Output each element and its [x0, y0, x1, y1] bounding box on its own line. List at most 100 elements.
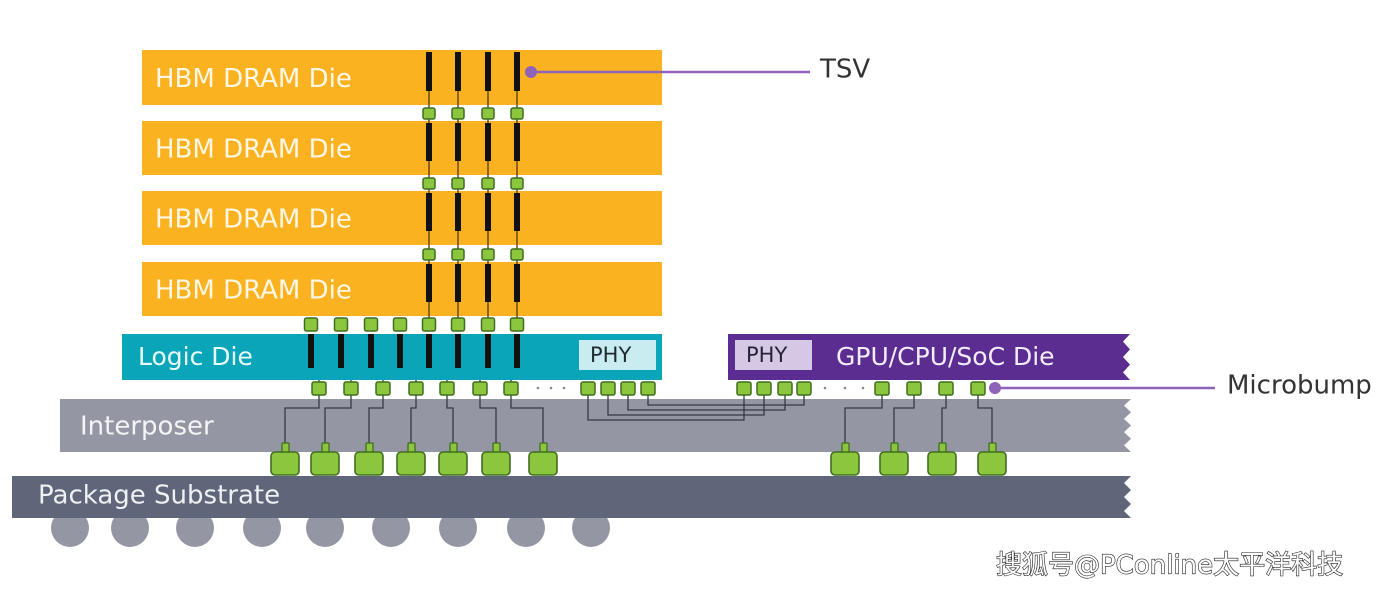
tsv — [485, 52, 491, 91]
c4-bump — [270, 451, 300, 476]
hbm-dram-die — [142, 50, 662, 105]
c4-bump — [879, 451, 909, 476]
soc-die-label: GPU/CPU/SoC Die — [836, 342, 1055, 371]
interposer-route — [479, 395, 497, 446]
logic-tsv — [455, 334, 461, 368]
microbump — [392, 317, 408, 332]
interposer-route — [510, 395, 544, 446]
tsv-callout-label: TSV — [819, 55, 870, 85]
microbump — [421, 317, 437, 332]
ellipsis-dot — [536, 386, 540, 390]
interposer — [60, 399, 1131, 452]
logic-tsv — [338, 334, 344, 368]
tsv — [455, 52, 461, 91]
bumps — [270, 107, 1007, 476]
solder-ball — [306, 509, 344, 547]
interposer-route — [368, 395, 384, 446]
watermark-text: 搜狐号@PConline太平洋科技 — [996, 551, 1343, 581]
c4-bump — [528, 451, 558, 476]
solder-ball — [51, 509, 89, 547]
microbump — [481, 177, 495, 190]
substrate-label: Package Substrate — [38, 481, 280, 511]
microbump — [620, 381, 636, 396]
c4-bump — [977, 451, 1007, 476]
microbump — [756, 381, 772, 396]
microbump — [375, 381, 391, 396]
microbump — [422, 248, 436, 261]
microbump — [777, 381, 793, 396]
ellipsis-dot — [549, 386, 553, 390]
microbump — [938, 381, 954, 396]
logic-tsv — [514, 334, 520, 368]
dies — [122, 50, 1130, 380]
interposer-body — [60, 399, 1131, 452]
solder-ball — [372, 509, 410, 547]
phy-link — [627, 395, 786, 411]
microbump — [333, 317, 349, 332]
ellipsis-dot — [823, 386, 827, 390]
tsv — [514, 193, 520, 231]
logic-tsv — [426, 334, 432, 368]
c4-bump — [927, 451, 957, 476]
microbump — [363, 317, 379, 332]
hbm-dram-die — [142, 121, 662, 175]
interposer-route — [324, 395, 352, 446]
tsv — [426, 123, 432, 161]
tsv — [426, 52, 432, 91]
interposer-route — [941, 395, 947, 446]
solder-ball — [111, 509, 149, 547]
c4-bump — [830, 451, 860, 476]
microbump — [303, 317, 319, 332]
microbump — [422, 107, 436, 120]
microbump — [580, 381, 596, 396]
interposer-route — [844, 395, 883, 446]
microbump — [451, 177, 465, 190]
dram-die-label: HBM DRAM Die — [155, 205, 352, 235]
tsv — [514, 123, 520, 161]
ellipsis-dot — [843, 386, 847, 390]
microbump — [510, 248, 524, 261]
microbump — [481, 107, 495, 120]
microbump — [311, 381, 327, 396]
callouts — [525, 66, 1215, 394]
solder-ball — [439, 509, 477, 547]
solder-ball — [507, 509, 545, 547]
tsvs — [308, 52, 520, 368]
logic-tsv — [308, 334, 314, 368]
hbm-dram-die — [142, 262, 662, 316]
microbump — [874, 381, 890, 396]
logic-die — [122, 334, 662, 380]
microbump — [481, 248, 495, 261]
tsv — [485, 123, 491, 161]
substrate-body — [12, 476, 1131, 518]
microbump — [343, 381, 359, 396]
microbump — [906, 381, 922, 396]
tsv — [455, 123, 461, 161]
microbump — [640, 381, 656, 396]
dram-die-label: HBM DRAM Die — [155, 276, 352, 306]
c4-bump — [396, 451, 426, 476]
solder-ball — [243, 509, 281, 547]
hbm-dram-die — [142, 191, 662, 245]
solder-ball — [176, 509, 214, 547]
microbump — [451, 107, 465, 120]
dram-die-label: HBM DRAM Die — [155, 64, 352, 94]
tsv — [485, 264, 491, 302]
logic-die-label: Logic Die — [138, 342, 253, 371]
tsv — [426, 264, 432, 302]
logic-tsv — [397, 334, 403, 368]
microbump — [408, 381, 424, 396]
soc-die — [728, 334, 1130, 380]
tsv — [426, 193, 432, 231]
tsv — [485, 193, 491, 231]
soc-phy-label: PHY — [746, 343, 787, 367]
logic-tsv — [485, 334, 491, 368]
microbump — [450, 317, 466, 332]
microbump — [600, 381, 616, 396]
tsv — [514, 52, 520, 91]
interposer-route — [893, 395, 915, 446]
microbump — [970, 381, 986, 396]
microbump — [422, 177, 436, 190]
